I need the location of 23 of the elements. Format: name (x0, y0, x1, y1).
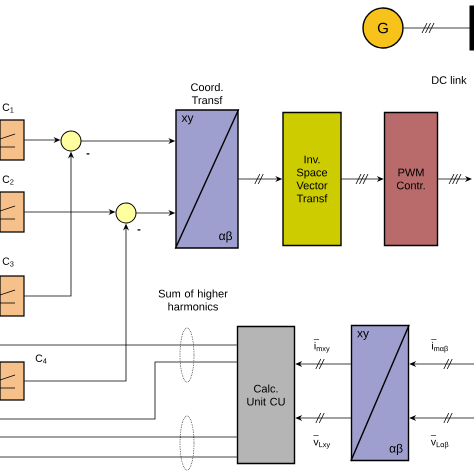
process-box: Calc. Unit CU (236, 326, 296, 464)
transform-box: xy αβ (174, 109, 240, 249)
process-box: Inv. Space Vector Transf (282, 112, 342, 246)
block-label: C$_{3}$ (2, 258, 14, 267)
block-label: C$_{2}$ (2, 176, 14, 184)
minus-sign: - (138, 229, 140, 231)
process-box: PWM Contr. (384, 112, 438, 246)
edge-label: i$_{mαβ}$ (431, 339, 448, 353)
bus-label: DC link (432, 76, 467, 84)
minus-sign: - (86, 153, 90, 155)
edge-label: i$_{mxy}$ (314, 339, 330, 353)
block-heading: Coord. Transf (191, 83, 222, 104)
summing-junction (60, 130, 82, 152)
block-label: C$_{1}$ (2, 104, 14, 112)
annotation: Sum of higher harmonics (158, 289, 228, 311)
block-label: C$_{4}$ (36, 354, 47, 364)
node-label: αβ (219, 231, 232, 243)
edge-label: v$_{Lxy}$ (313, 435, 330, 449)
bus-bar (470, 6, 474, 50)
summing-junction (116, 202, 136, 224)
transform-box: xy αβ (350, 324, 410, 462)
node-label: xy (182, 116, 194, 124)
edge-label: v$_{Lαβ}$ (430, 435, 448, 449)
